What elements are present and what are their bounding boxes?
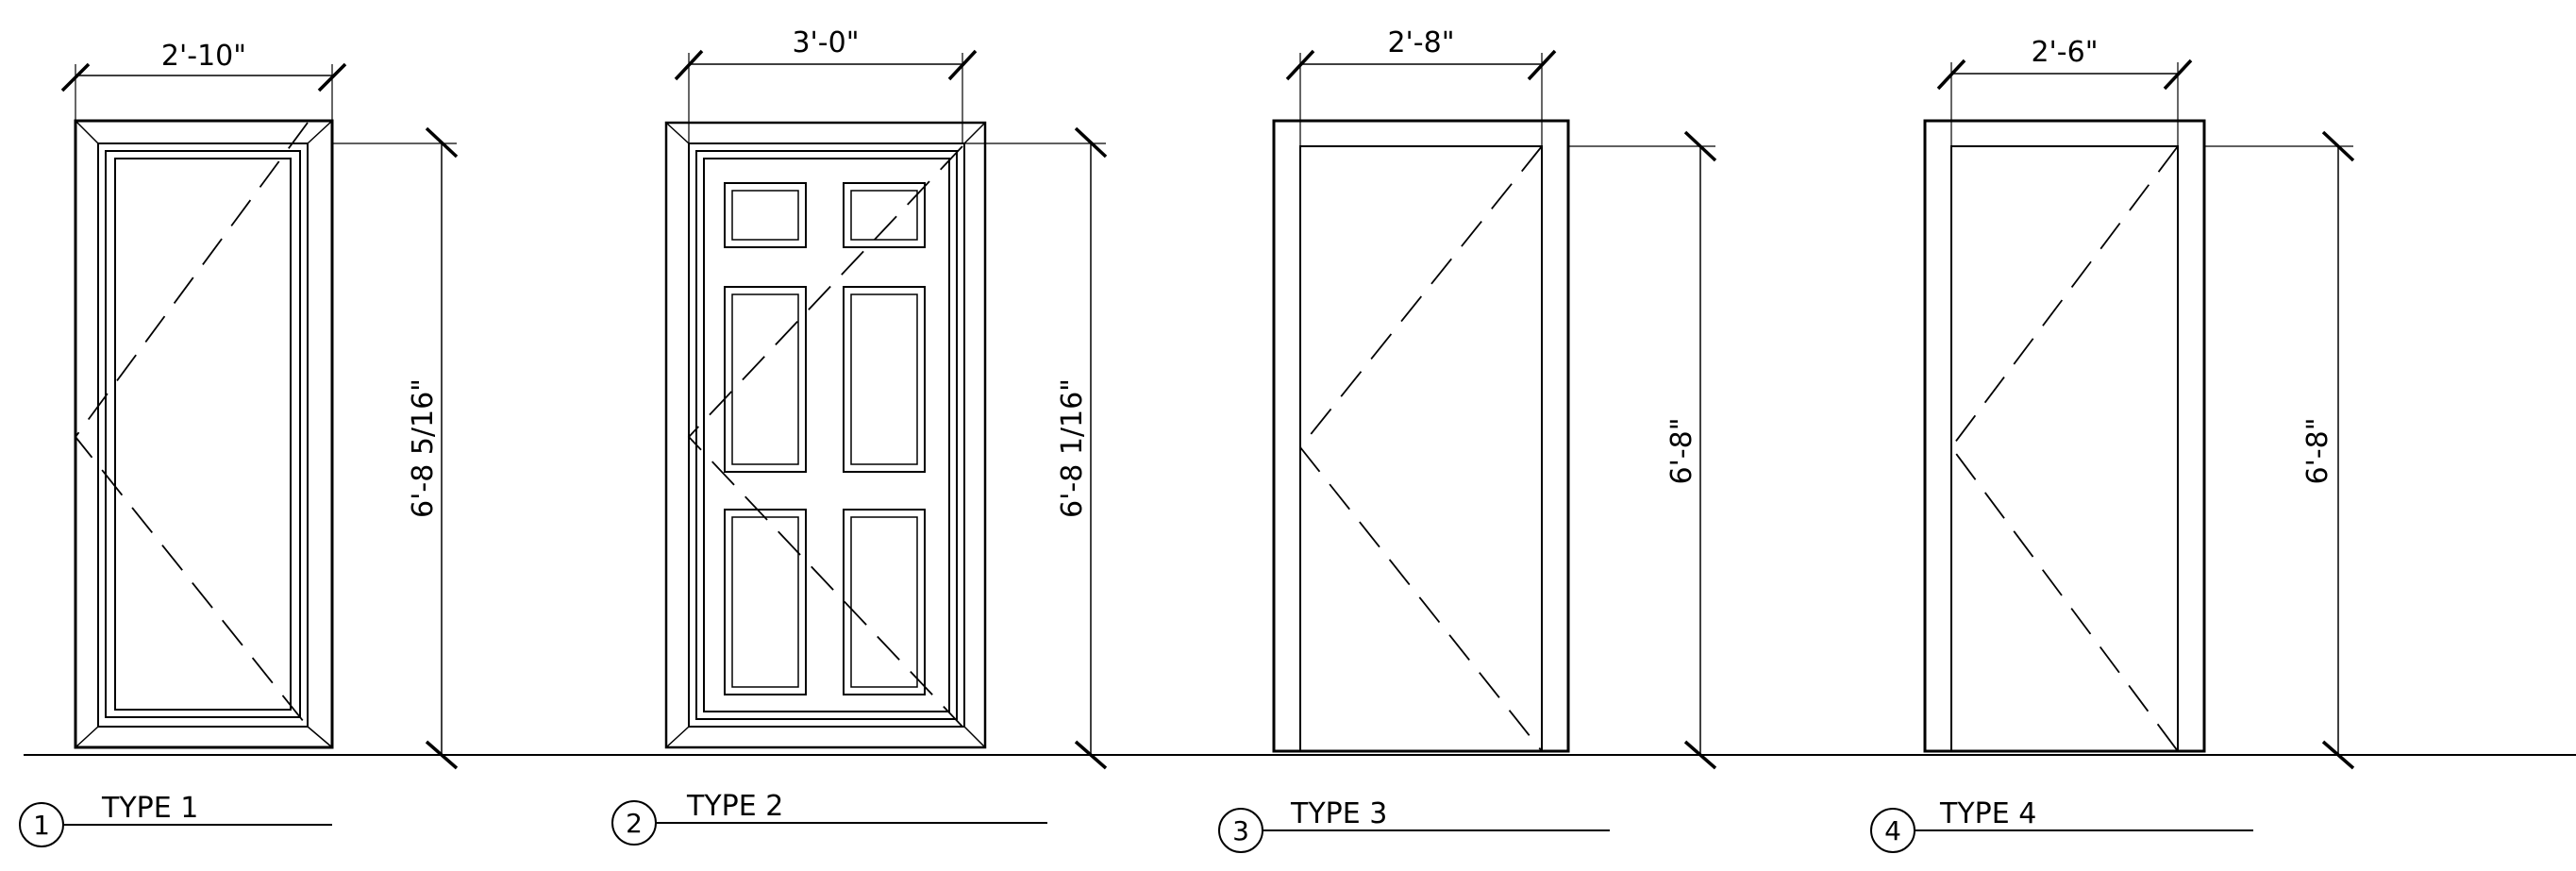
door-2-swing-line — [687, 145, 963, 728]
door-4-detail-number: 4 — [1884, 815, 1901, 846]
door-2-panel-top-left — [724, 182, 807, 248]
door-2-detail-number: 2 — [626, 808, 643, 839]
door-2-panel-mid-right — [843, 286, 926, 473]
door-4-slab — [1950, 145, 2179, 752]
door-1-slab — [97, 142, 309, 728]
door-type-1 — [19, 62, 459, 847]
door-3-height-dimension: 6'-8" — [1665, 417, 1698, 484]
door-1-type-title: TYPE 1 — [101, 792, 198, 825]
door-2-panel-bottom-right — [843, 509, 926, 695]
door-2-height-dimension: 6'-8 1/16" — [1056, 378, 1089, 518]
door-2-type-title: TYPE 2 — [686, 790, 783, 823]
door-type-2 — [611, 49, 1108, 846]
door-1-glass-panel — [114, 158, 292, 711]
door-1-width-dimension: 2'-10" — [161, 40, 246, 73]
door-4-type-title: TYPE 4 — [1939, 797, 2036, 830]
door-2-panel-bottom-left — [724, 509, 807, 695]
door-type-3 — [1218, 49, 1717, 853]
door-4-height-dimension: 6'-8" — [2301, 417, 2334, 484]
door-3-type-title: TYPE 3 — [1290, 797, 1387, 830]
door-2-slab — [688, 142, 965, 728]
door-3-swing-line — [1298, 145, 1543, 752]
door-1-swing-line — [74, 122, 309, 728]
door-3-detail-number: 3 — [1232, 815, 1249, 846]
door-1-frame — [74, 119, 334, 749]
door-3-slab — [1299, 145, 1543, 752]
door-2-width-dimension: 3'-0" — [792, 26, 859, 59]
door-4-swing-line — [1949, 145, 2179, 752]
door-2-frame — [664, 121, 987, 749]
door-1-height-dimension: 6'-8 5/16" — [407, 378, 440, 518]
door-2-panel-mid-left — [724, 286, 807, 473]
door-type-4 — [1870, 59, 2355, 853]
door-1-detail-number: 1 — [33, 810, 50, 841]
door-3-width-dimension: 2'-8" — [1387, 26, 1454, 59]
door-4-width-dimension: 2'-6" — [2031, 36, 2098, 69]
door-2-panel-top-right — [843, 182, 926, 248]
